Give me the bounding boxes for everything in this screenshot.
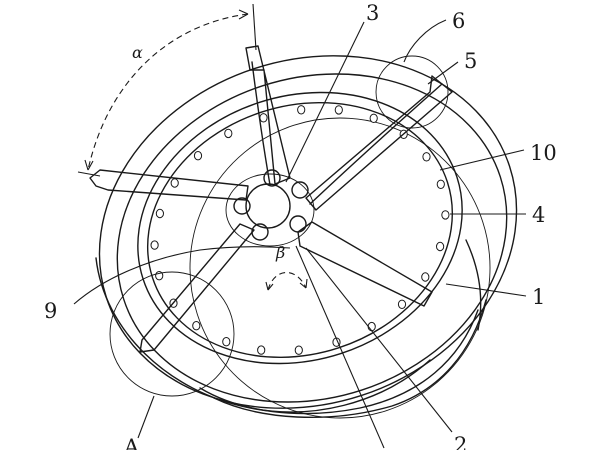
bolt xyxy=(441,210,450,220)
leader-5 xyxy=(427,61,459,85)
spoke-lower-right xyxy=(297,221,433,307)
numeral-2: 2 xyxy=(454,433,467,450)
leader-6 xyxy=(403,19,447,63)
leader-1 xyxy=(445,283,527,297)
bolt xyxy=(259,113,268,123)
bolt xyxy=(367,321,376,332)
rim xyxy=(95,55,518,419)
leader-9 xyxy=(73,246,291,305)
numeral-3: 3 xyxy=(366,1,379,25)
beta-label: β xyxy=(275,243,285,262)
spokes xyxy=(89,45,453,353)
bolt xyxy=(421,272,430,282)
bolt xyxy=(155,208,164,219)
bolt xyxy=(294,345,303,355)
bolt xyxy=(170,178,179,188)
leader-2 xyxy=(305,247,453,433)
bolt xyxy=(334,105,343,115)
bolt xyxy=(193,151,203,161)
bolt xyxy=(436,179,445,190)
bolt-ring xyxy=(150,105,450,355)
angle-beta: β xyxy=(265,243,308,291)
bolt xyxy=(224,128,233,139)
bolt xyxy=(369,113,378,124)
leader-10 xyxy=(439,149,525,171)
bolt xyxy=(422,152,431,162)
numeral-1: 1 xyxy=(532,285,545,309)
leader-3 xyxy=(285,21,365,183)
detail-circle-a xyxy=(109,271,235,397)
numeral-9: 9 xyxy=(44,299,57,323)
alpha-label: α xyxy=(132,43,143,62)
numeral-6: 6 xyxy=(452,9,465,33)
numeral-4: 4 xyxy=(532,203,545,227)
spoke-lower-left xyxy=(139,223,255,353)
bolt xyxy=(222,337,231,347)
spoke-left xyxy=(89,169,249,201)
numeral-a: A xyxy=(123,435,140,450)
numeral-10: 10 xyxy=(530,141,557,165)
leader-lines xyxy=(73,19,527,449)
bolt xyxy=(150,240,159,250)
bolt xyxy=(257,345,266,355)
numeral-5: 5 xyxy=(464,49,477,73)
hub xyxy=(233,169,309,241)
detail-circle-6 xyxy=(375,55,449,129)
spoke-top xyxy=(245,45,291,185)
reference-numerals: 3 6 5 10 4 1 2 9 A xyxy=(44,1,557,450)
bolt xyxy=(192,321,201,331)
leader-2b xyxy=(295,245,385,449)
angle-alpha: α xyxy=(77,3,257,177)
bolt xyxy=(297,105,306,115)
leader-a xyxy=(137,395,155,439)
bolt xyxy=(397,299,407,309)
bolt xyxy=(436,241,445,252)
